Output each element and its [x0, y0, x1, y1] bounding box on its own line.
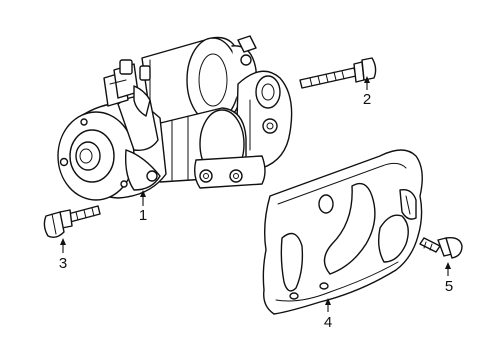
callout-2: 2 — [363, 91, 371, 108]
callout-5: 5 — [445, 278, 453, 295]
short-bolt — [43, 205, 101, 239]
heat-shield — [262, 149, 423, 315]
callout-1: 1 — [139, 207, 147, 224]
small-bolt — [419, 236, 463, 259]
long-bolt — [299, 57, 377, 89]
callout-4: 4 — [324, 314, 332, 331]
callout-3: 3 — [59, 255, 67, 272]
leader-lines — [60, 76, 451, 312]
starter-motor — [57, 35, 293, 201]
